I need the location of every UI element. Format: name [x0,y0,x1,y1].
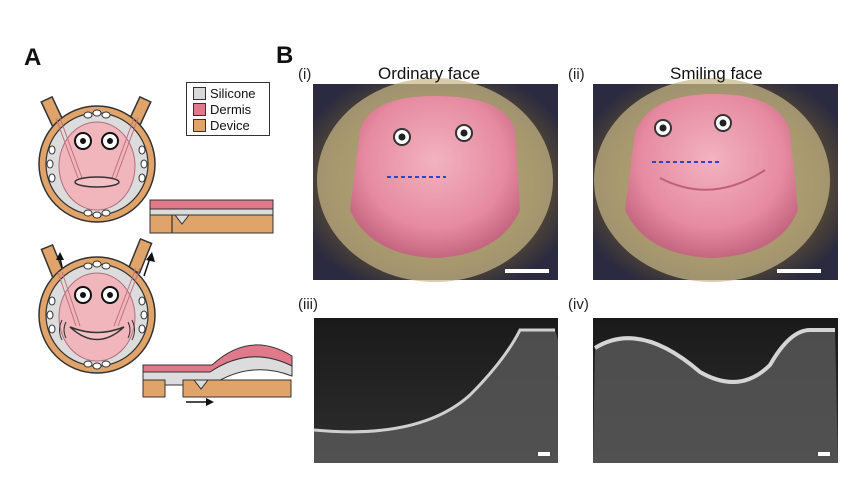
label-roman-ii: (ii) [568,66,585,83]
title-smiling-face: Smiling face [670,64,763,83]
oct-scan-smiling [593,318,838,463]
panel-letter-a: A [24,44,42,71]
photo-ordinary-face [313,78,558,282]
device-diagram-ordinary [38,95,156,223]
panel-letter-b: B [276,42,294,69]
legend-item-dermis: Dermis [193,101,263,117]
cross-section-ordinary [149,199,274,234]
legend-item-silicone: Silicone [193,85,263,101]
legend-label-device: Device [210,117,250,133]
legend-label-dermis: Dermis [210,101,252,117]
device-diagram-smiling [38,237,156,374]
label-roman-i: (i) [298,66,312,83]
cross-section-smiling [142,344,293,406]
legend-label-silicone: Silicone [210,85,256,101]
legend-item-device: Device [193,117,263,133]
legend-swatch-silicone [193,86,206,100]
label-roman-iv: (iv) [568,296,589,313]
label-roman-iii: (iii) [298,296,318,313]
oct-scan-ordinary [313,318,558,463]
photo-smiling-face [593,78,838,282]
legend-swatch-device [193,118,206,132]
legend-box: Silicone Dermis Device [186,82,270,136]
legend-swatch-dermis [193,102,206,116]
title-ordinary-face: Ordinary face [378,64,481,83]
